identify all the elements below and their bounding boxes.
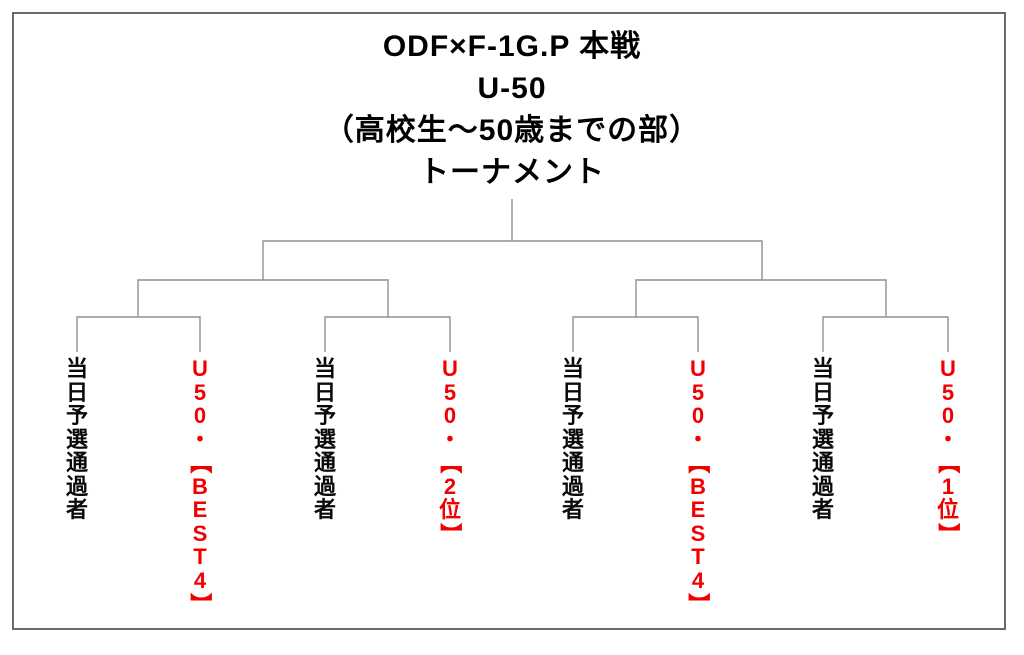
bracket-leaf-1: 当日予選通過者 bbox=[65, 356, 88, 522]
bracket-leaf-7: 当日予選通過者 bbox=[811, 356, 834, 522]
semifinal-right-connector-line bbox=[635, 279, 887, 317]
title-line-tournament: トーナメント bbox=[419, 156, 605, 189]
bracket-leaf-5: 当日予選通過者 bbox=[561, 356, 584, 522]
match3-connector-line bbox=[572, 316, 699, 352]
title-line-age-group: （高校生～50歳までの部） bbox=[323, 114, 701, 147]
bracket-leaf-3: 当日予選通過者 bbox=[313, 356, 336, 522]
match1-connector-line bbox=[76, 316, 201, 352]
page-title: ODF×F-1G.P 本戦 U-50 （高校生～50歳までの部） トーナメント bbox=[0, 26, 1024, 194]
match2-connector-line bbox=[324, 316, 451, 352]
title-line-event: ODF×F-1G.P 本戦 bbox=[382, 30, 642, 63]
match4-connector-line bbox=[822, 316, 949, 352]
outer-frame bbox=[12, 12, 1006, 630]
semifinal-left-connector-line bbox=[137, 279, 389, 317]
final-connector-line bbox=[262, 240, 763, 280]
title-line-division: U-50 bbox=[477, 72, 547, 105]
